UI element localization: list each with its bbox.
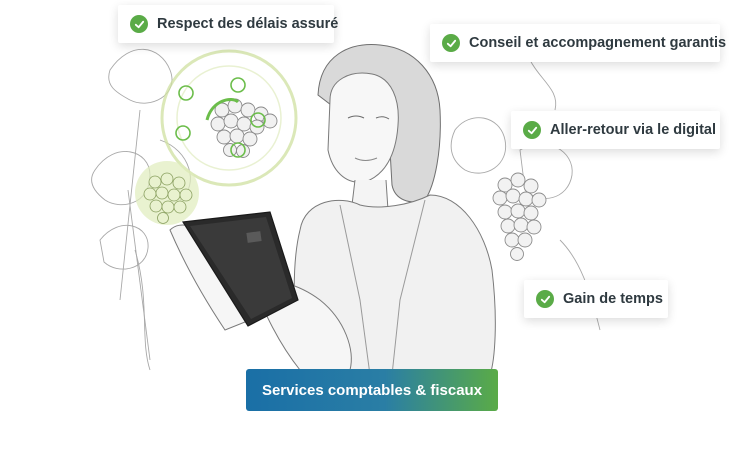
feature-badge-deadlines: Respect des délais assuré [118,5,338,43]
feature-badge-time: Gain de temps [524,280,668,318]
feature-badge-label: Respect des délais assuré [157,16,339,32]
check-icon [442,34,460,52]
tablet-device [181,211,299,327]
right-grape-cluster [492,172,547,261]
check-icon [536,290,554,308]
feature-badge-label: Gain de temps [563,291,663,307]
grape-highlight-circle [160,49,298,187]
check-icon [130,15,148,33]
services-button[interactable]: Services comptables & fiscaux [246,369,498,411]
feature-badge-digital: Aller-retour via le digital [511,111,720,149]
woman-figure [169,44,496,376]
check-icon [523,121,541,139]
feature-badge-advice: Conseil et accompagnement garantis [430,24,726,62]
feature-badge-label: Conseil et accompagnement garantis [469,35,727,51]
green-grape-cluster [135,161,199,225]
feature-badge-label: Aller-retour via le digital [550,122,716,138]
